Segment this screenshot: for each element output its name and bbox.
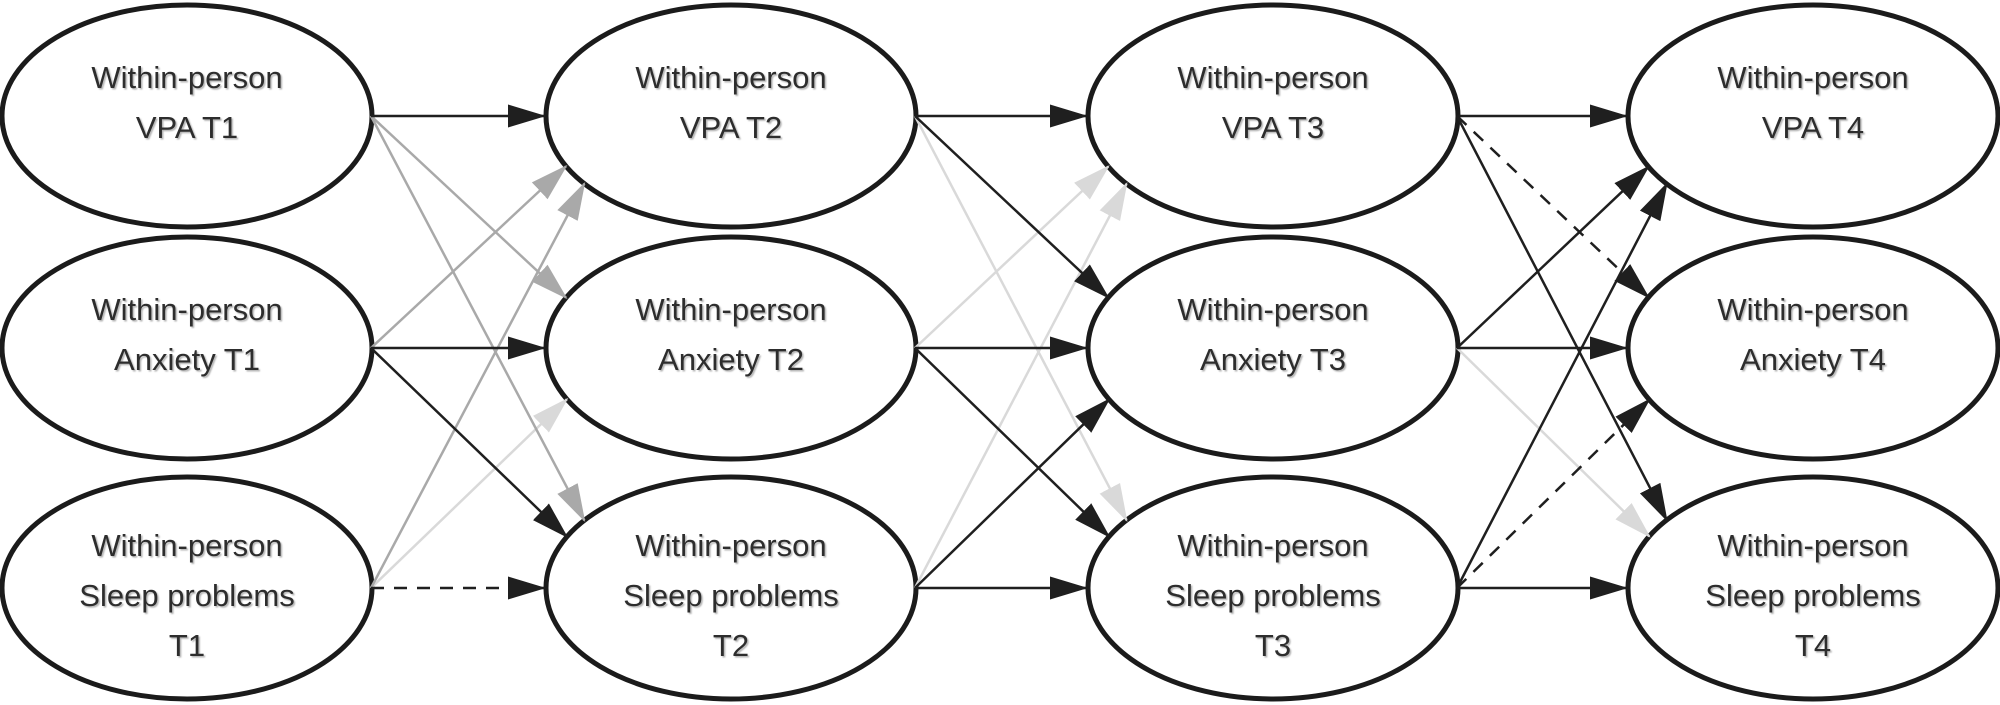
edge-slp_t2-to-vpa_t3 [913,182,1128,589]
node-ellipse [1625,474,2000,702]
edge-anx_t1-to-slp_t2 [370,347,569,539]
edge-vpa_t3-to-anx_t4 [1456,115,1650,299]
edge-vpa_t1-to-anx_t2 [370,115,568,300]
edge-vpa_t2-to-slp_t3 [913,115,1128,522]
edge-vpa_t1-to-slp_t2 [369,115,586,523]
edge-slp_t1-to-anx_t2 [370,397,569,589]
node-ellipse [1625,234,2000,462]
node-ellipse [1625,2,2000,230]
edge-vpa_t3-to-slp_t4 [1455,115,1668,522]
edge-anx_t1-to-vpa_t2 [370,164,568,349]
edge-vpa_t2-to-anx_t3 [914,115,1110,299]
edge-anx_t3-to-vpa_t4 [1456,165,1650,349]
edge-anx_t2-to-vpa_t3 [914,165,1110,349]
edge-slp_t3-to-anx_t4 [1456,398,1651,589]
edge-anx_t2-to-slp_t3 [914,347,1111,538]
edge-anx_t3-to-slp_t4 [1456,347,1651,538]
edge-slp_t1-to-vpa_t2 [369,181,586,589]
edge-slp_t3-to-vpa_t4 [1455,182,1668,589]
edge-slp_t2-to-anx_t3 [914,398,1111,589]
